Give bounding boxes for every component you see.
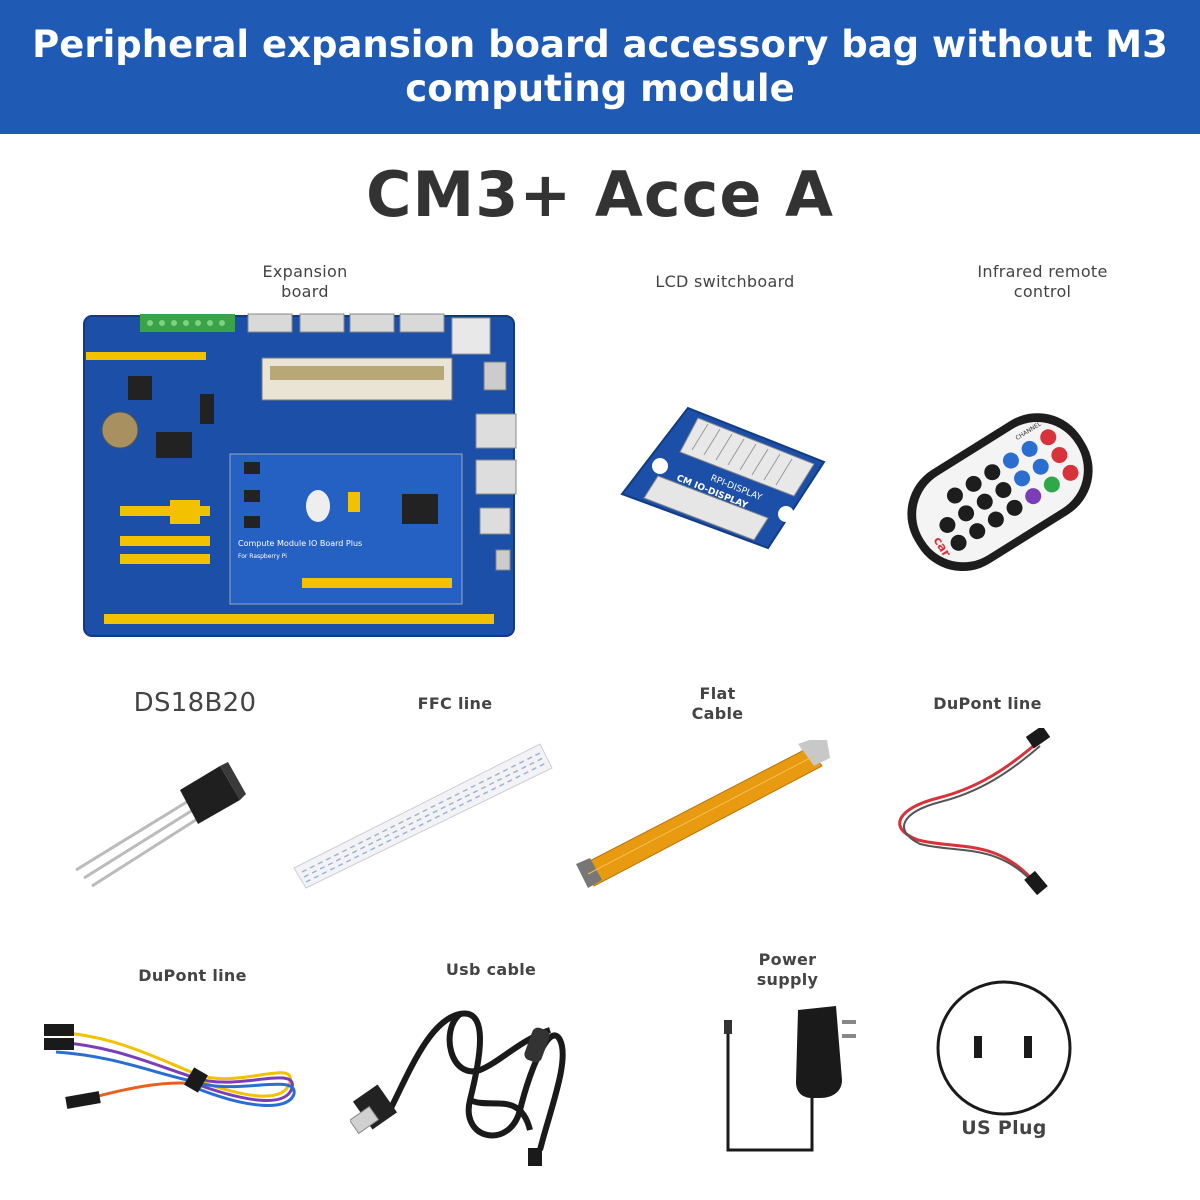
banner-title-line2: computing module <box>405 67 795 110</box>
product-name: CM3+ Acce A <box>366 158 834 231</box>
title-banner: Peripheral expansion board accessory bag… <box>0 0 1200 134</box>
lcd-switchboard-image: RPI-DISPLAY CM IO-DISPLAY <box>618 402 828 552</box>
board-silk-text: Compute Module IO Board Plus <box>238 539 362 548</box>
expansion-board-label: Expansion board <box>245 262 365 302</box>
usb-cable-label: Usb cable <box>445 960 537 979</box>
ds18b20-image <box>70 760 250 890</box>
power-supply-label-line2: supply <box>756 970 819 989</box>
board-silk-subtext: For Raspberry Pi <box>238 553 287 560</box>
ffc-line-label: FFC line <box>417 694 493 713</box>
us-plug-label: US Plug <box>961 1117 1047 1139</box>
lcd-switchboard-label: LCD switchboard <box>655 272 795 291</box>
flat-cable-image <box>572 740 832 890</box>
banner-title-line1: Peripheral expansion board accessory bag… <box>32 23 1168 66</box>
flat-cable-label-line1: Flat <box>699 684 736 703</box>
power-supply-label: Power supply <box>745 950 830 990</box>
dupont-line-1-image <box>888 728 1058 898</box>
power-supply-image <box>716 1000 866 1160</box>
ir-remote-label-line2: control <box>1013 282 1072 301</box>
ds18b20-label: DS18B20 <box>133 688 257 718</box>
expansion-board-label-line2: board <box>281 282 329 301</box>
ir-remote-label: Infrared remote control <box>960 262 1125 302</box>
power-supply-label-line1: Power <box>758 950 817 969</box>
dupont-line-2-image <box>36 1018 306 1128</box>
flat-cable-label: Flat Cable <box>670 684 765 724</box>
usb-cable-image <box>350 1000 580 1170</box>
ir-remote-label-line1: Infrared remote <box>977 262 1108 281</box>
ffc-line-image <box>288 740 558 890</box>
dupont-line-2-label: DuPont line <box>138 966 247 985</box>
flat-cable-label-line2: Cable <box>691 704 744 723</box>
ir-remote-image: car CHANNEL <box>880 392 1130 612</box>
us-plug-icon <box>934 978 1074 1118</box>
dupont-line-1-label: DuPont line <box>933 694 1042 713</box>
expansion-board-label-line1: Expansion <box>262 262 348 281</box>
expansion-board-image: Compute Module IO Board Plus For Raspber… <box>80 310 520 640</box>
